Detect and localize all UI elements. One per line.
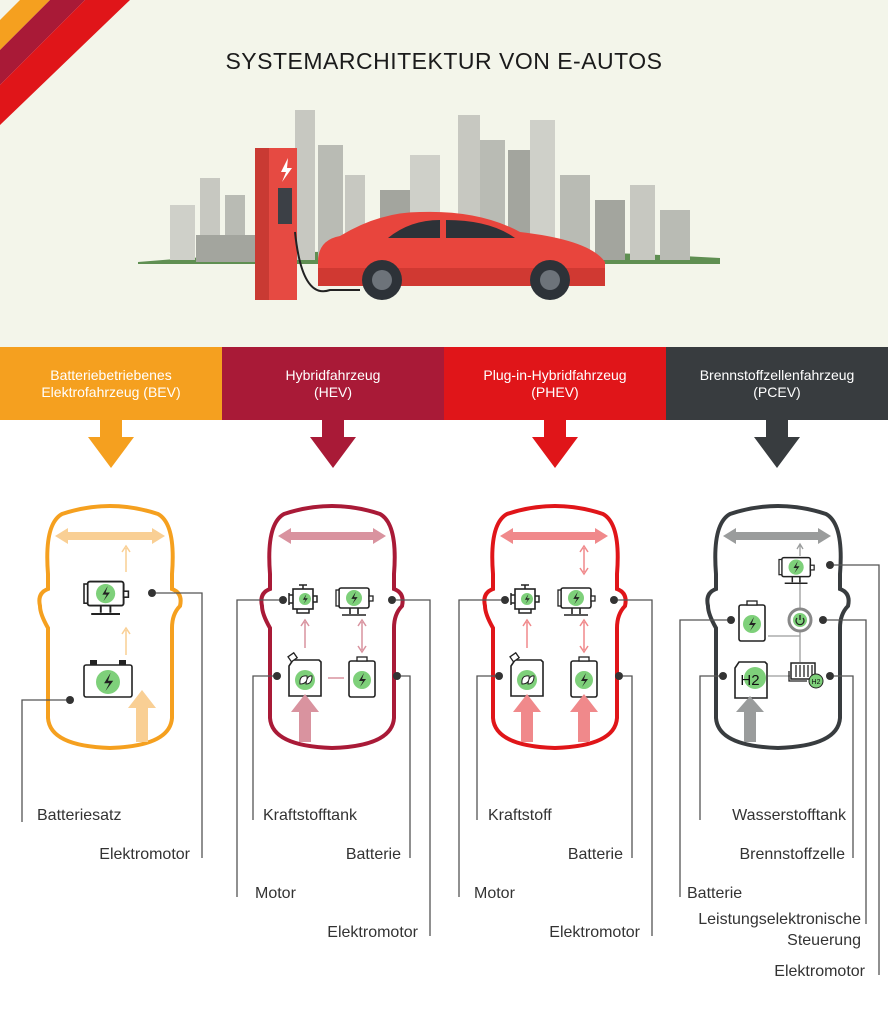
label-motor: Motor: [255, 885, 297, 902]
electric-car: [318, 211, 605, 300]
electric-motor-icon: [336, 588, 373, 615]
phev-diagram: Kraftstoff Batterie Motor Elektromotor: [458, 504, 653, 941]
fuel-tank-icon: [509, 652, 544, 697]
label-batteriesatz: Batteriesatz: [37, 807, 121, 824]
wheel-drive-arrow-icon: [723, 528, 831, 544]
hev-diagram: Kraftstofftank Batterie Motor Elektromot…: [236, 504, 431, 941]
hev-title-line1: Hybridfahrzeug: [286, 367, 381, 383]
bev-title-line1: Batteriebetriebenes: [50, 367, 171, 383]
hev-title-line2: (HEV): [314, 384, 352, 400]
pcev-title-line2: (PCEV): [753, 384, 800, 400]
phev-title-line2: (PHEV): [531, 384, 578, 400]
fuel-tank-icon: [287, 652, 322, 697]
charge-input-arrow-icon: [570, 694, 598, 742]
arrow-down-icon: [310, 420, 356, 468]
arrow-down-icon: [88, 420, 134, 468]
label-kraftstofftank: Kraftstofftank: [263, 807, 358, 824]
label-elektromotor: Elektromotor: [774, 963, 865, 980]
car-outline: [37, 504, 183, 750]
battery-pack-icon: [84, 660, 132, 697]
bev-title-line2: Elektrofahrzeug (BEV): [41, 384, 180, 400]
down-arrows: [88, 420, 800, 468]
label-steuerung: Steuerung: [787, 932, 861, 949]
label-batterie: Batterie: [687, 885, 742, 902]
energy-input-arrow-icon: [291, 694, 319, 742]
engine-icon: [289, 585, 317, 613]
header-background: [0, 0, 888, 347]
battery-icon: [571, 657, 597, 697]
label-brennstoffzelle: Brennstoffzelle: [739, 846, 845, 863]
hydrogen-input-arrow-icon: [736, 696, 764, 742]
fuel-input-arrow-icon: [513, 694, 541, 742]
label-elektromotor: Elektromotor: [549, 924, 640, 941]
charging-station: [255, 148, 360, 300]
energy-input-arrow-icon: [128, 690, 156, 742]
electric-motor-icon: [779, 558, 814, 584]
pcev-title-line1: Brennstoffzellenfahrzeug: [700, 367, 855, 383]
label-motor: Motor: [474, 885, 516, 902]
arrow-down-icon: [532, 420, 578, 468]
electric-motor-icon: [558, 588, 595, 615]
corner-stripes: [0, 0, 130, 125]
label-kraftstoff: Kraftstoff: [488, 807, 552, 824]
car-outline: [259, 504, 405, 750]
car-outline: [482, 504, 628, 750]
power-electronics-icon: [787, 607, 813, 633]
label-batterie: Batterie: [568, 846, 623, 863]
engine-icon: [511, 585, 539, 613]
label-elektromotor: Elektromotor: [327, 924, 418, 941]
svg-text:H2: H2: [812, 679, 821, 686]
fuel-cell-icon: H2: [788, 662, 824, 689]
battery-icon: [349, 657, 375, 697]
battery-icon: [739, 601, 765, 641]
wheel-drive-arrow-icon: [500, 528, 608, 544]
wheel-drive-arrow-icon: [55, 528, 165, 544]
label-batterie: Batterie: [346, 846, 401, 863]
phev-title-line1: Plug-in-Hybridfahrzeug: [483, 367, 626, 383]
wheel-drive-arrow-icon: [278, 528, 386, 544]
label-leistungselektronische: Leistungselektronische: [698, 911, 861, 928]
bev-diagram: Batteriesatz Elektromotor: [21, 504, 203, 863]
column-headers: Batteriebetriebenes Elektrofahrzeug (BEV…: [0, 347, 888, 420]
pcev-diagram: H2 H2 Wasserstofftank Brennstoffzelle Ba…: [679, 504, 880, 980]
label-elektromotor: Elektromotor: [99, 846, 190, 863]
arrow-down-icon: [754, 420, 800, 468]
page-title: SYSTEMARCHITEKTUR VON E-AUTOS: [225, 48, 662, 74]
car-outline: [705, 504, 851, 750]
electric-motor-icon: [84, 582, 128, 614]
svg-text:H2: H2: [740, 672, 759, 689]
label-wasserstofftank: Wasserstofftank: [732, 807, 847, 824]
hydrogen-tank-icon: H2: [734, 661, 768, 699]
